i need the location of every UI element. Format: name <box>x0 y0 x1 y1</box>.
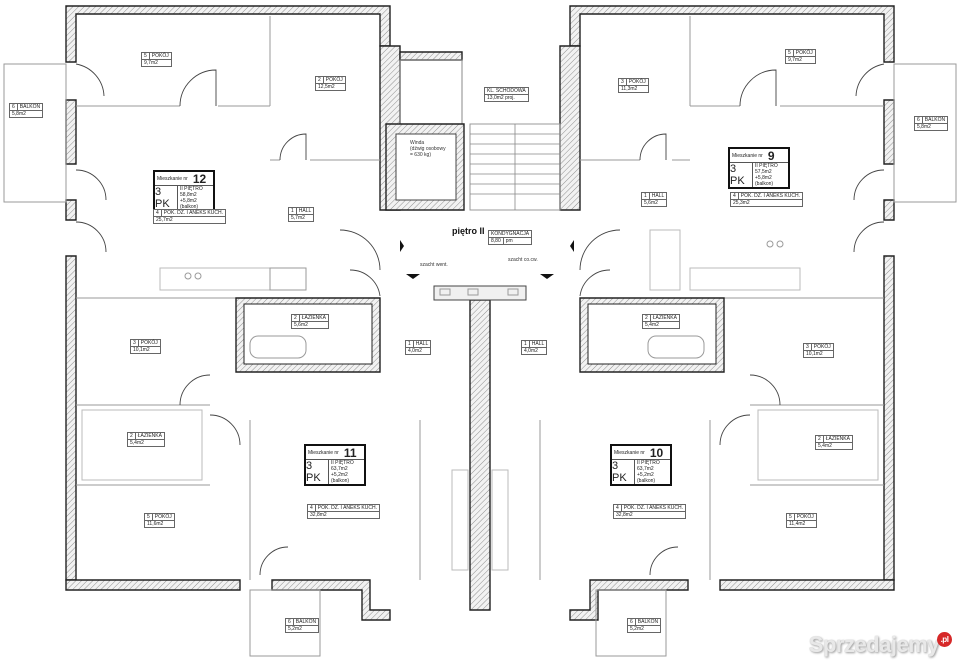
doors <box>75 63 885 576</box>
elevator-shaft <box>385 59 465 211</box>
balconies <box>3 63 957 657</box>
watermark-logo: Sprzedajemy.pl <box>809 632 952 658</box>
exterior-walls <box>65 5 895 621</box>
watermark-badge: .pl <box>937 632 952 647</box>
bathrooms <box>81 297 879 481</box>
ventilation-shaft <box>433 285 527 301</box>
interior-walls <box>76 16 884 580</box>
elevator-note: Winda (dźwig osobowy = 630 kg) <box>410 140 446 158</box>
chimney-note: szacht went. <box>420 262 448 268</box>
staircase <box>469 123 561 211</box>
floor-title: piętro II <box>452 226 485 236</box>
direction-arrows <box>400 240 574 279</box>
kitchen-fittings <box>159 229 801 571</box>
room-label-staircase: KL. SCHODOWA 13,0m2 proj. <box>484 87 529 102</box>
shaft-note: szacht co.cw. <box>508 257 538 263</box>
